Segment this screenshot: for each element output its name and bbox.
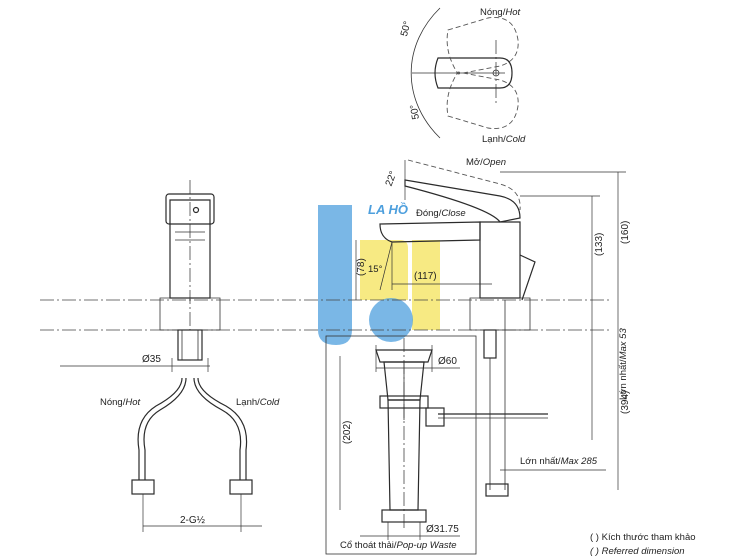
top-view: 50° 50° Nóng/Hot Lạnh/Cold xyxy=(399,7,526,145)
dim-394-label: (394) xyxy=(620,391,631,414)
dim-202-label: (202) xyxy=(342,421,353,444)
watermark-logo: LA HỒ xyxy=(318,202,440,345)
open-label: Mở/Open xyxy=(466,157,506,168)
dim-117-label: (117) xyxy=(414,271,437,282)
dim-133-label: (133) xyxy=(594,233,605,256)
dia35-label: Ø35 xyxy=(142,354,161,365)
legend: ( ) Kích thước tham khảo ( ) Referred di… xyxy=(590,532,696,557)
top-hot-label: Nóng/Hot xyxy=(480,7,521,18)
angle-bottom-label: 50° xyxy=(409,103,422,120)
legend-line-2: ( ) Referred dimension xyxy=(590,546,685,557)
front-handle xyxy=(165,193,215,225)
side-view: 22° Mở/Open Đóng/Close 15° (78) (117) (1… xyxy=(355,157,631,497)
close-label: Đóng/Close xyxy=(416,208,466,219)
dia60-label: Ø60 xyxy=(438,356,457,367)
angle-lever-label: 22° xyxy=(384,170,400,188)
angle-spout-label: 15° xyxy=(368,264,383,275)
max285-label: Lớn nhất/Max 285 xyxy=(520,456,598,467)
top-cold-label: Lạnh/Cold xyxy=(482,134,526,145)
thread-label: 2-G½ xyxy=(180,515,206,526)
watermark-text: LA HỒ xyxy=(368,202,408,217)
waste-caption: Cổ thoát thải/Pop-up Waste xyxy=(340,540,457,551)
popup-waste: Ø60 (202) Ø31.75 Cổ thoát thải/Pop-up Wa… xyxy=(325,335,477,555)
angle-top-label: 50° xyxy=(399,20,414,37)
dim-160-label: (160) xyxy=(620,221,631,244)
legend-line-1: ( ) Kích thước tham khảo xyxy=(590,532,696,543)
front-hot-label: Nóng/Hot xyxy=(100,397,141,408)
dim-78-label: (78) xyxy=(356,258,367,276)
max53-label: Lớn nhất/Max 53 xyxy=(618,328,629,400)
front-view: Ø35 Nóng/Hot Lạnh/Cold 2-G½ xyxy=(60,193,280,532)
front-cold-label: Lạnh/Cold xyxy=(236,397,280,408)
dia3175-label: Ø31.75 xyxy=(426,524,459,535)
